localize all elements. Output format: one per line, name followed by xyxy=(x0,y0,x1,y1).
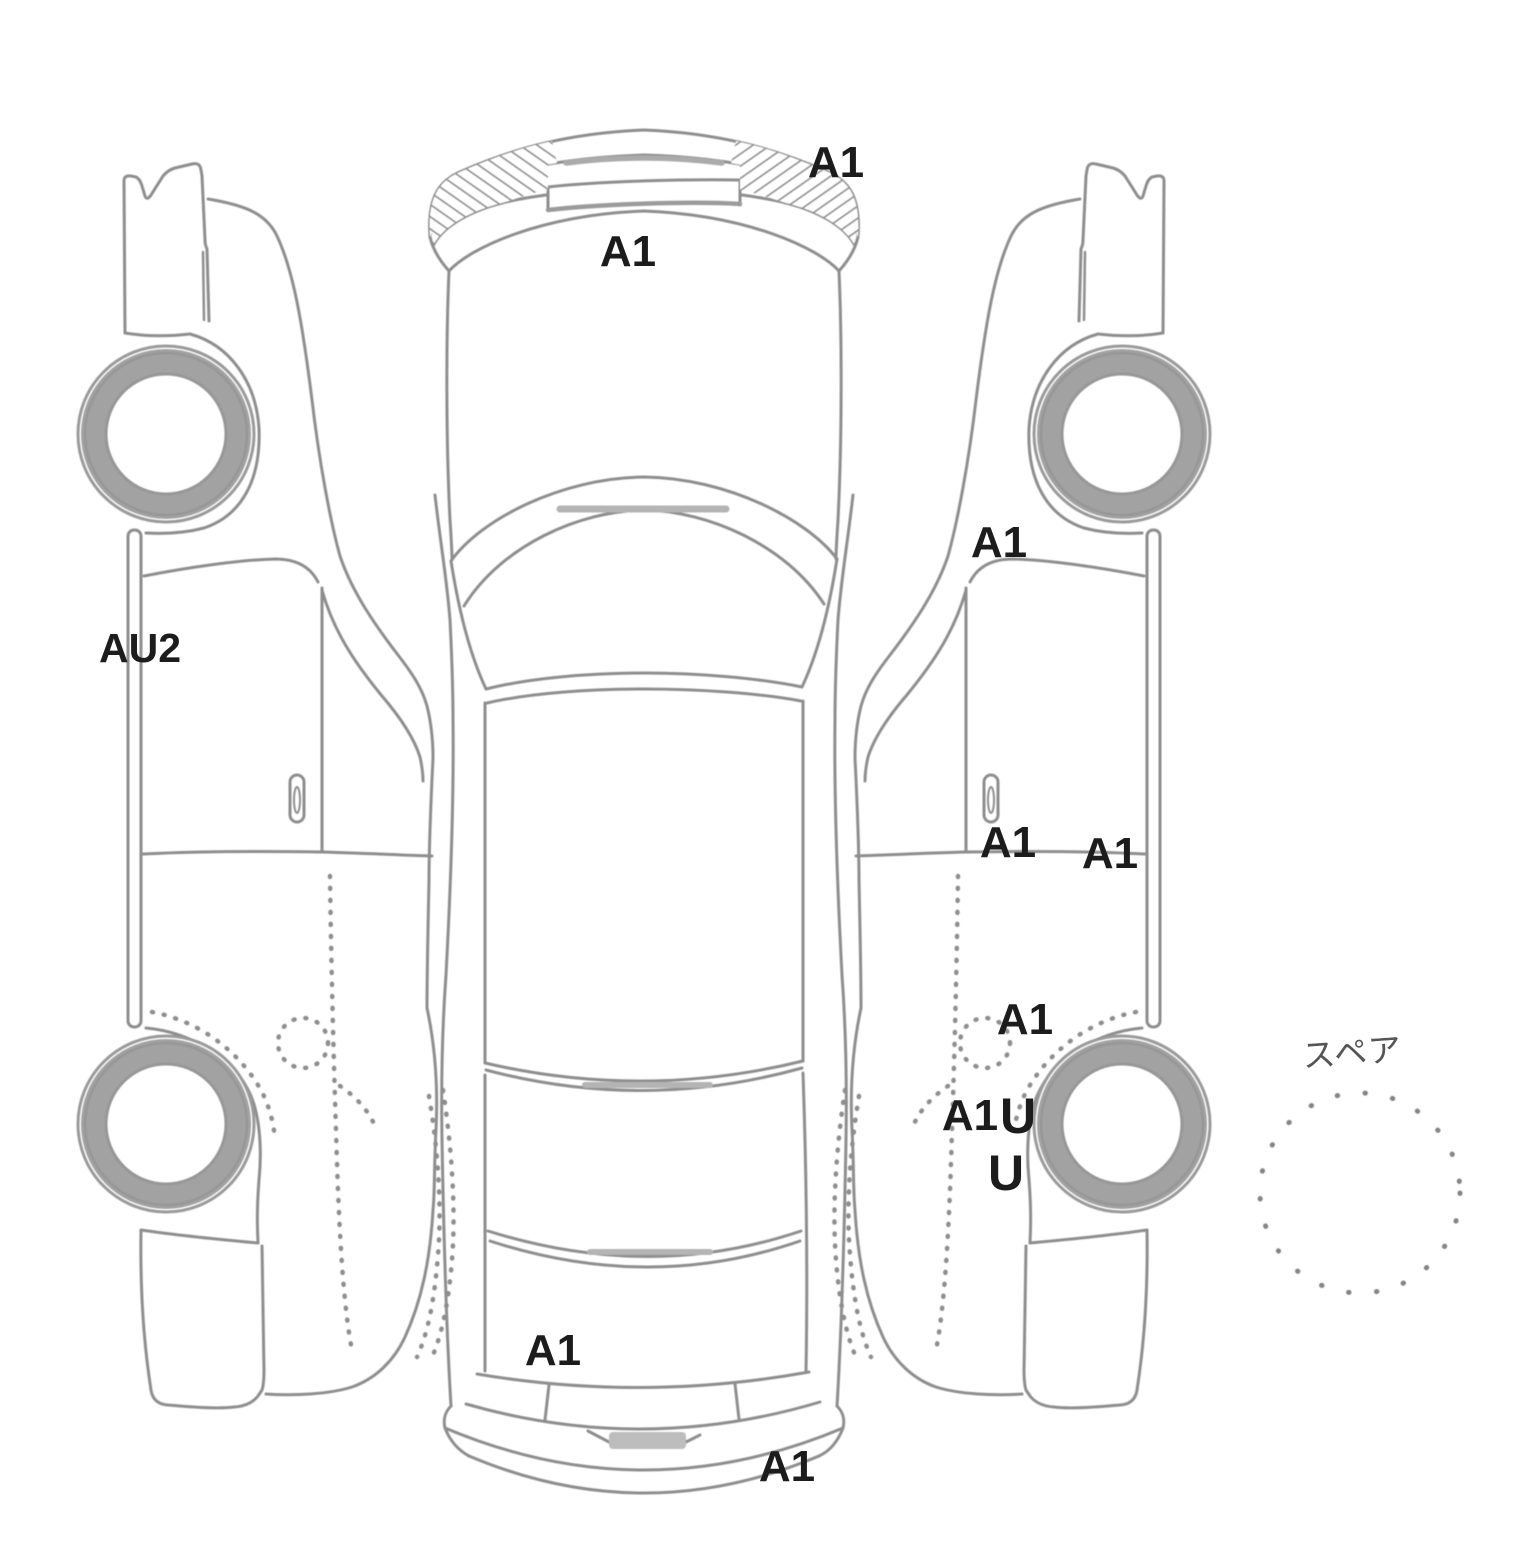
svg-text:A1: A1 xyxy=(1082,829,1138,878)
svg-text:A1: A1 xyxy=(808,138,864,187)
svg-text:U: U xyxy=(988,1145,1024,1201)
svg-text:U: U xyxy=(1000,1088,1036,1144)
svg-text:A1: A1 xyxy=(600,227,656,276)
svg-text:AU2: AU2 xyxy=(99,625,181,671)
svg-text:A1: A1 xyxy=(971,518,1027,567)
svg-text:A1: A1 xyxy=(525,1326,581,1375)
svg-text:A1: A1 xyxy=(942,1091,998,1140)
svg-text:スペア: スペア xyxy=(1301,1031,1403,1075)
svg-text:A1: A1 xyxy=(759,1442,815,1491)
svg-text:A1: A1 xyxy=(980,818,1036,867)
svg-text:A1: A1 xyxy=(997,995,1053,1044)
